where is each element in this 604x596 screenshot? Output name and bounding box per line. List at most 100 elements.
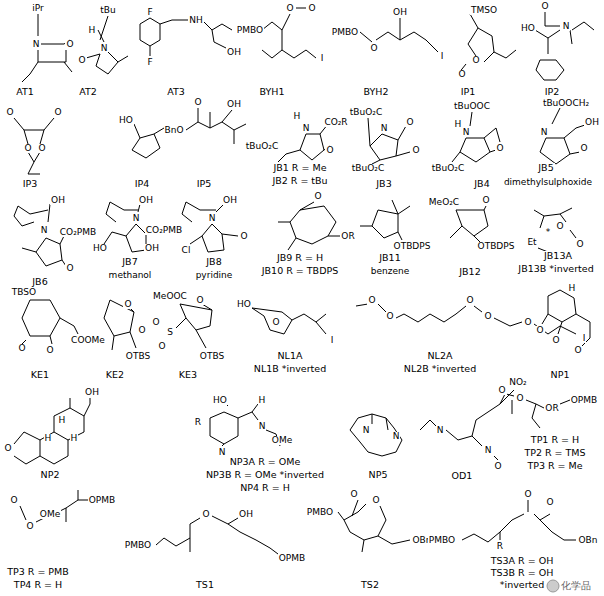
atom-label: O <box>465 296 474 305</box>
atom-label: O <box>137 326 146 335</box>
atom-label: OH <box>144 244 160 253</box>
atom-label: S <box>166 328 174 337</box>
atom-label: OR <box>340 232 355 241</box>
compound-code: BYH1 <box>259 87 286 97</box>
compound-code: NL1A <box>277 351 304 361</box>
atom-label: OTBS <box>125 352 151 361</box>
atom-label: tBuOOC <box>453 102 491 111</box>
compound-code: JB10 R = TBDPS <box>261 266 339 276</box>
compound-code: JB7 <box>121 257 138 267</box>
atom-label: tBuO₂C <box>349 108 383 117</box>
atom-label: O <box>405 118 414 127</box>
compound-code: IP5 <box>196 179 213 189</box>
atom-label: H <box>70 434 79 443</box>
atom-label: O <box>53 108 62 117</box>
compound-code: JB1 R = Me <box>272 163 327 173</box>
atom-label: O <box>313 192 322 201</box>
bond-lines <box>14 8 594 554</box>
compound-code: *inverted <box>499 580 545 590</box>
atom-label: OH <box>138 196 154 205</box>
atom-label: O <box>285 4 294 13</box>
compound-code: NL2A <box>427 351 454 361</box>
atom-label: O <box>385 312 394 321</box>
compound-code: NL2B *inverted <box>403 364 477 374</box>
atom-label: O <box>123 300 132 309</box>
atom-label: OPMB <box>88 496 116 505</box>
atom-label: O <box>65 264 74 273</box>
atom-label: N <box>218 448 227 457</box>
atom-label: O <box>195 296 204 305</box>
atom-label: OTBDPS <box>477 242 516 251</box>
atom-label: O <box>523 490 532 499</box>
atom-label: H <box>258 396 267 405</box>
atom-label: HO <box>212 396 228 405</box>
atom-label: O <box>481 196 490 205</box>
compound-code: AT2 <box>78 87 98 97</box>
atom-label: O <box>457 70 466 79</box>
atom-label: O <box>497 386 506 395</box>
atom-label: CO₂R <box>323 118 348 127</box>
atom-label: N <box>40 226 49 235</box>
atom-label: O <box>5 108 14 117</box>
atom-label: N <box>380 124 389 133</box>
atom-label: H <box>58 416 67 425</box>
atom-label: NH <box>188 16 204 25</box>
watermark: 化学品 <box>560 581 592 591</box>
atom-label: O <box>367 296 376 305</box>
atom-label: HO <box>520 24 536 33</box>
atom-label: PMBO <box>331 28 359 37</box>
atom-label: O <box>271 318 280 327</box>
compound-code: TP2 R = TMS <box>523 448 586 458</box>
atom-label: O <box>535 326 544 335</box>
compound-code: JB9 R = H <box>276 253 324 263</box>
compound-code: JB5 <box>537 163 554 173</box>
atom-label: H <box>293 112 302 121</box>
atom-label: TMSO <box>470 6 498 15</box>
atom-label: F <box>146 8 153 17</box>
atom-label: O <box>3 444 12 453</box>
atom-label: N <box>32 40 41 49</box>
atom-label: O <box>573 346 582 355</box>
atom-label: PMBO <box>306 508 334 517</box>
atom-label: OH <box>50 196 66 205</box>
atom-label: O <box>77 56 86 65</box>
atom-label: tBu <box>99 6 116 15</box>
atom-label: * <box>545 228 552 237</box>
atom-label: O <box>545 498 554 507</box>
atom-label: NO₂ <box>508 378 527 387</box>
atom-label: O <box>579 144 588 153</box>
atom-label: O <box>307 4 316 13</box>
atom-label: O <box>45 346 54 355</box>
atom-label: N <box>484 446 493 455</box>
compound-code: JB13A <box>543 251 573 261</box>
compound-code: IP1 <box>460 87 477 97</box>
compound-code: IP2 <box>544 87 561 97</box>
atom-label: N <box>436 426 445 435</box>
atom-label: TBSO <box>11 288 37 297</box>
solvent-note: pyridine <box>195 271 234 280</box>
atom-label: PMBO <box>236 26 264 35</box>
atom-label: N <box>362 426 371 435</box>
atom-label: I <box>320 54 325 63</box>
compound-code: JB13B *inverted <box>517 264 594 274</box>
atom-label: O <box>9 496 18 505</box>
atom-label: OPMB <box>278 554 306 563</box>
atom-label: OH <box>392 8 408 17</box>
atom-label: CO₂PMB <box>59 228 97 237</box>
atom-label: N <box>562 22 571 31</box>
atom-label: OH <box>84 388 100 397</box>
compound-code: TS3A R = OH <box>490 556 555 566</box>
atom-label: O <box>17 344 26 353</box>
compound-code: NP2 <box>40 470 61 480</box>
compound-code: TS2 <box>360 580 380 590</box>
atom-label: R <box>496 542 504 551</box>
watermark-icon <box>547 580 559 592</box>
atom-label: O <box>349 490 358 499</box>
atom-label: N <box>132 214 141 223</box>
atom-label: I <box>330 336 335 345</box>
atom-label: I <box>440 52 445 61</box>
compound-code: TS1 <box>195 580 215 590</box>
atom-label: O <box>371 496 380 505</box>
compound-code: IP4 <box>134 179 151 189</box>
compound-code: AT1 <box>15 87 35 97</box>
